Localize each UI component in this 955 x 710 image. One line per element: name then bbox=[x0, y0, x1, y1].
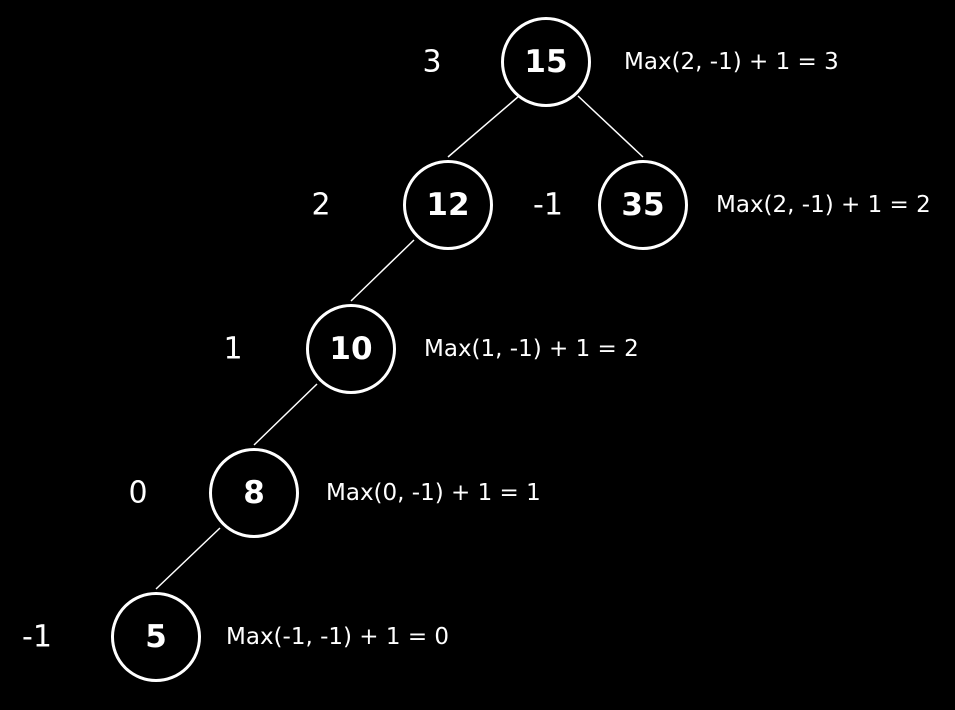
edge-8-5 bbox=[155, 527, 221, 590]
edge-12-10 bbox=[350, 239, 415, 302]
node-value: 12 bbox=[426, 187, 470, 223]
height-label-15: 3 bbox=[422, 44, 442, 80]
height-label-8: 0 bbox=[128, 475, 148, 511]
height-label-10: 1 bbox=[223, 331, 243, 367]
node-value: 15 bbox=[524, 44, 568, 80]
formula-10: Max(1, -1) + 1 = 2 bbox=[424, 336, 639, 362]
formula-5: Max(-1, -1) + 1 = 0 bbox=[226, 624, 450, 650]
edge-10-8 bbox=[253, 383, 318, 446]
formula-35: Max(2, -1) + 1 = 2 bbox=[716, 192, 931, 218]
node-value: 10 bbox=[329, 331, 373, 367]
height-label-5: -1 bbox=[22, 619, 52, 655]
height-label-12: 2 bbox=[311, 187, 331, 223]
height-label-35: -1 bbox=[533, 187, 563, 223]
tree-node-15: 15 bbox=[501, 17, 591, 107]
tree-node-5: 5 bbox=[111, 592, 201, 682]
edge-15-12 bbox=[447, 95, 520, 158]
node-value: 35 bbox=[621, 187, 665, 223]
edge-15-35 bbox=[577, 95, 644, 158]
node-value: 5 bbox=[145, 619, 167, 655]
tree-node-10: 10 bbox=[306, 304, 396, 394]
node-value: 8 bbox=[243, 475, 265, 511]
tree-node-35: 35 bbox=[598, 160, 688, 250]
tree-node-12: 12 bbox=[403, 160, 493, 250]
formula-8: Max(0, -1) + 1 = 1 bbox=[326, 480, 541, 506]
tree-node-8: 8 bbox=[209, 448, 299, 538]
formula-15: Max(2, -1) + 1 = 3 bbox=[624, 49, 839, 75]
